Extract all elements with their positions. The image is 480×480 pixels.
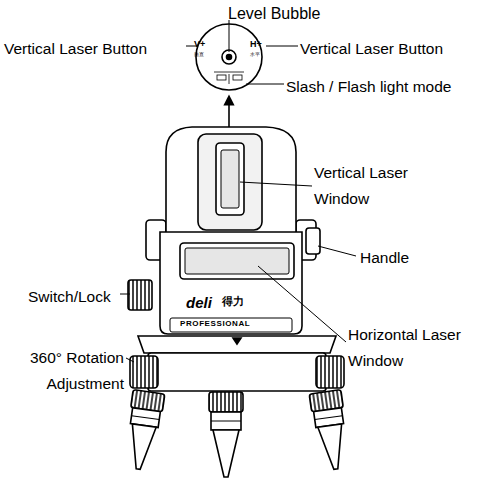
leader-line xyxy=(120,294,130,295)
part-label: 360° Rotation Adjustment xyxy=(6,345,124,396)
model-text: PROFESSIONAL xyxy=(180,320,290,329)
part-label: Horizontal Laser Window xyxy=(348,322,480,373)
button-caption: 垂直 xyxy=(194,52,214,58)
leader-line xyxy=(258,266,346,342)
index-mark xyxy=(233,338,241,344)
bubble xyxy=(227,55,232,60)
lower-housing xyxy=(160,232,302,334)
leader-line xyxy=(240,182,312,186)
panel-divider xyxy=(214,72,244,73)
rotation-knob xyxy=(130,356,158,388)
upper-housing xyxy=(166,127,296,235)
pointer-arrow xyxy=(228,100,230,128)
panel-divider xyxy=(229,74,230,84)
leg xyxy=(209,392,243,477)
part-label: Vertical Laser Button xyxy=(4,36,194,62)
brand-logo: deli xyxy=(186,291,226,316)
slash-icon xyxy=(217,75,226,80)
window-glass xyxy=(185,248,289,274)
horizontal-laser-window xyxy=(180,243,294,279)
rotation-base xyxy=(148,353,326,391)
rotation-knob xyxy=(316,356,344,388)
part-label: Level Bubble xyxy=(228,1,358,27)
flash-icon xyxy=(233,75,242,80)
leg xyxy=(122,390,165,472)
part-label: Slash / Flash light mode xyxy=(286,74,480,100)
window-glass xyxy=(221,150,239,208)
button-mark: H+ xyxy=(250,40,270,50)
leg xyxy=(309,390,352,472)
leader-line xyxy=(318,246,356,256)
part-label: Vertical Laser Button xyxy=(300,36,480,62)
base-plate xyxy=(138,336,336,353)
handle xyxy=(306,228,320,254)
leader-line xyxy=(266,46,298,47)
brand-logo: 得力 xyxy=(222,295,262,307)
part-label: Vertical Laser Window xyxy=(314,160,434,211)
part-label: Switch/Lock xyxy=(28,284,128,310)
vertical-laser-window xyxy=(216,143,244,215)
button-caption: 水平 xyxy=(250,52,270,58)
window-panel xyxy=(198,134,262,230)
part-label: Handle xyxy=(360,245,460,271)
leader-line xyxy=(126,358,134,362)
button-mark: V+ xyxy=(194,40,214,50)
leader-line xyxy=(246,84,284,85)
level-bubble xyxy=(222,50,236,64)
name-plate xyxy=(170,318,292,332)
switch-knob xyxy=(128,280,152,310)
leader-line xyxy=(229,20,230,52)
